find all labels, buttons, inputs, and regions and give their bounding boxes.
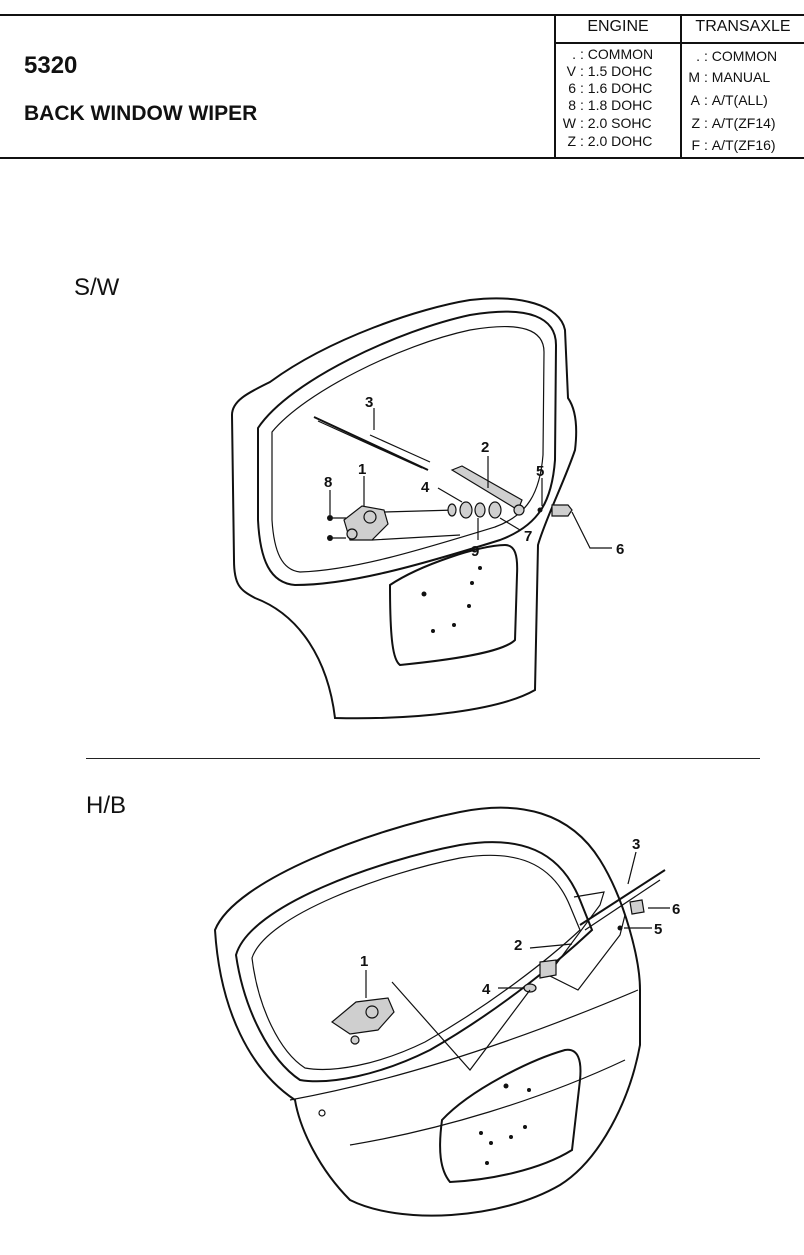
sw-callout-4: 4 [421,479,430,496]
sw-callout-3: 3 [365,394,373,411]
transaxle-row: Z: A/T(ZF14) [691,115,776,131]
engine-table: ENGINE .: COMMON V: 1.5 DOHC 6: 1.6 DOHC… [554,16,680,157]
sw-wiper-blade [313,416,431,471]
transaxle-row: A: A/T(ALL) [690,92,768,108]
sw-wiper-arm [450,465,523,511]
sw-callout-6: 6 [616,541,624,558]
view-label-sw: S/W [74,274,120,301]
sw-callout-9: 9 [471,543,479,560]
hb-glass-frame [234,841,594,1083]
hb-wiper-arm [539,891,626,991]
hb-callout-4: 4 [482,981,491,998]
engine-row: .: COMMON [572,46,654,62]
sw-callout-7: 7 [524,528,532,545]
engine-heading-rule [556,42,680,44]
sw-glass [271,326,545,573]
transaxle-row: .: COMMON [696,48,778,64]
hb-wiper-blade [579,869,666,931]
transaxle-row: F: A/T(ZF16) [691,137,776,153]
transaxle-heading: TRANSAXLE [695,18,791,35]
engine-row: V: 1.5 DOHC [566,63,653,79]
sw-callout-8: 8 [324,474,332,491]
engine-row: 6: 1.6 DOHC [568,80,653,96]
engine-heading: ENGINE [587,18,649,35]
view-label-hb: H/B [86,792,127,819]
view-divider [86,758,760,759]
hb-license-plate-recess [439,1048,582,1184]
hb-callout-5: 5 [654,921,662,938]
engine-row: W: 2.0 SOHC [562,115,652,131]
sw-license-plate-recess [388,543,519,667]
hb-callout-1: 1 [360,953,368,970]
hb-callout-6: 6 [672,901,680,918]
sw-callout-5: 5 [536,463,544,480]
hb-glass [251,854,581,1071]
hb-tailgate-illustration [213,806,670,1217]
page-title: BACK WINDOW WIPER [24,102,258,125]
hb-callout-3: 3 [632,836,640,853]
hb-wiper-motor [330,997,395,1045]
transaxle-table: TRANSAXLE .: COMMON M: MANUAL A: A/T(ALL… [680,16,804,157]
page-code: 5320 [24,52,78,79]
header-block: 5320 BACK WINDOW WIPER ENGINE .: COMMON … [0,14,804,159]
sw-tailgate-illustration [230,297,612,720]
sw-callout-1: 1 [358,461,366,478]
hb-callout-2: 2 [514,937,522,954]
engine-row: Z: 2.0 DOHC [567,133,653,149]
sw-callout-2: 2 [481,439,489,456]
sw-glass-frame [257,310,558,587]
engine-row: 8: 1.8 DOHC [568,97,653,113]
transaxle-row: M: MANUAL [688,69,771,85]
sw-tailgate-outline [230,297,578,720]
hb-tailgate-outline [213,806,641,1217]
transaxle-heading-rule [682,42,804,44]
sw-wiper-motor [343,505,389,541]
